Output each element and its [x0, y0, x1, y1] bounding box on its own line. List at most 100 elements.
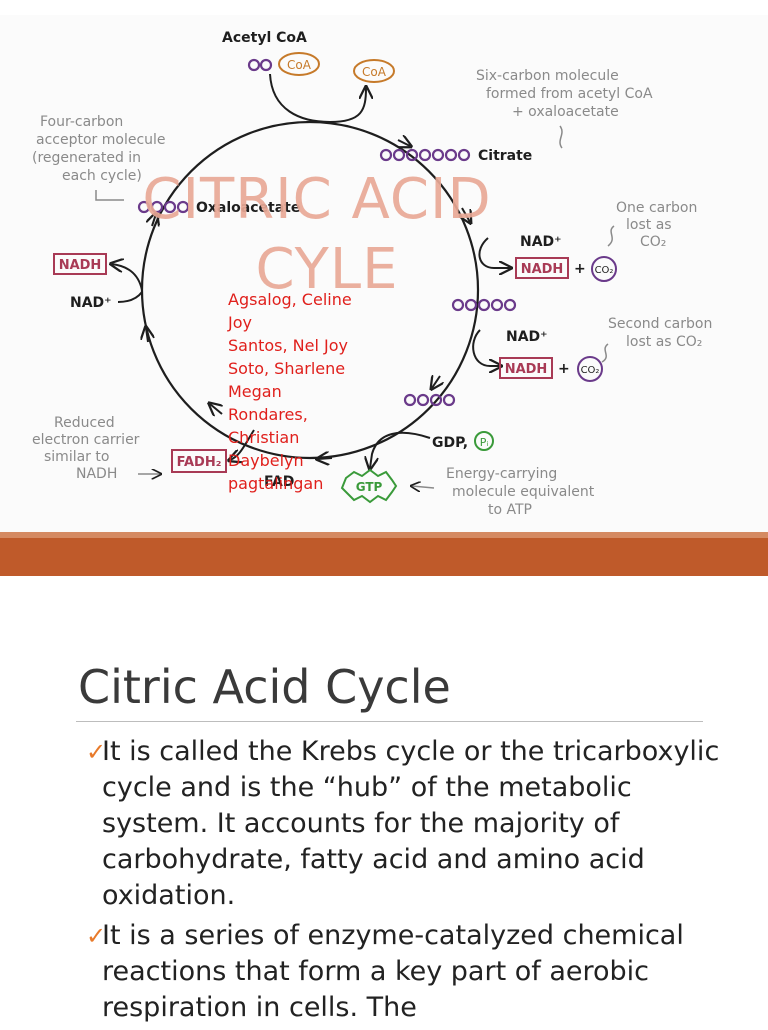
- accent-band: [0, 538, 768, 576]
- reduced-note: Reduced electron carrier similar to NADH: [32, 415, 160, 482]
- nad-plus-1: NAD⁺: [520, 234, 562, 250]
- author-line: Daybelyn: [228, 451, 304, 470]
- co2-1-label: CO₂: [595, 265, 614, 276]
- cycle-arrow-lower-right: [432, 376, 440, 388]
- slide-title-line-2: CYLE: [255, 237, 399, 302]
- acetyl-carbons: [247, 58, 273, 72]
- plus-1: +: [574, 261, 586, 277]
- title-divider: [76, 721, 703, 722]
- second-carbon-note: Second carbon lost as CO₂: [601, 316, 712, 363]
- svg-text:NADH: NADH: [76, 466, 117, 482]
- coa-right-label: CoA: [362, 65, 387, 79]
- svg-text:lost as CO₂: lost as CO₂: [626, 334, 702, 350]
- nadh2-box: [499, 357, 553, 379]
- svg-text:CO₂: CO₂: [640, 234, 666, 250]
- co2-1-circle: [591, 256, 617, 282]
- accent-band-light: [0, 532, 768, 538]
- cycle-arrow-bottom: [318, 458, 333, 459]
- svg-text:Energy-carrying: Energy-carrying: [446, 466, 557, 482]
- nadh1-branch: [478, 237, 510, 268]
- coa-left-badge: [278, 52, 320, 76]
- svg-text:Second carbon: Second carbon: [608, 316, 712, 332]
- five-carbon: [451, 298, 517, 312]
- nadh-left-box: [53, 253, 107, 275]
- cycle-arrow-left: [146, 328, 148, 343]
- one-carbon-note: One carbon lost as CO₂: [607, 200, 697, 250]
- svg-text:One carbon: One carbon: [616, 200, 697, 216]
- energy-note: Energy-carrying molecule equivalent to A…: [412, 466, 595, 518]
- gtp-burst: [340, 468, 398, 504]
- svg-text:each cycle): each cycle): [62, 168, 142, 184]
- gtp-branch: [370, 431, 431, 468]
- cycle-arrow-right: [462, 207, 470, 222]
- coa-right-badge: [353, 59, 395, 83]
- bullet-item: ✓ It is called the Krebs cycle or the tr…: [86, 734, 726, 914]
- fadh2-branch: [230, 429, 255, 460]
- bullet-text: It is called the Krebs cycle or the tric…: [102, 736, 720, 911]
- gdp-label: GDP,: [432, 435, 468, 451]
- slide-1: Acetyl CoA CoA CoA Six-carbon molecule f…: [0, 15, 768, 576]
- svg-text:acceptor molecule: acceptor molecule: [36, 132, 166, 148]
- citric-acid-cycle-diagram: Acetyl CoA CoA CoA Six-carbon molecule f…: [32, 30, 712, 518]
- oxaloacetate-label: Oxaloacetate: [196, 200, 300, 216]
- citrate-label: Citrate: [478, 148, 532, 164]
- four-carbon-note: Four-carbon acceptor molecule (regenerat…: [32, 114, 166, 201]
- nadh2-branch: [472, 329, 500, 366]
- svg-text:+ oxaloacetate: + oxaloacetate: [512, 104, 619, 120]
- author-line: Santos, Nel Joy: [228, 336, 348, 355]
- nad-left-curve: [117, 291, 143, 303]
- fad-label: FAD: [264, 474, 294, 490]
- svg-text:lost as: lost as: [626, 217, 672, 233]
- bullet-item: ✓ It is a series of enzyme-catalyzed che…: [86, 918, 726, 1026]
- author-line: Christian: [228, 428, 300, 447]
- coa-left-label: CoA: [287, 58, 312, 72]
- gtp-label: GTP: [356, 480, 383, 494]
- author-line: Soto, Sharlene: [228, 359, 346, 378]
- author-line: Megan: [228, 382, 282, 401]
- cycle-arrow-lower-left: [210, 404, 222, 414]
- pi-circle: [474, 431, 494, 451]
- svg-text:Four-carbon: Four-carbon: [40, 114, 123, 130]
- slide-2: Citric Acid Cycle ✓ It is called the Kre…: [0, 576, 768, 1024]
- authors-list: Agsalog, Celine Joy Santos, Nel Joy Soto…: [228, 288, 398, 495]
- cycle-arrow-upper-left: [152, 214, 156, 226]
- nad-plus-2: NAD⁺: [506, 329, 548, 345]
- svg-text:(regenerated in: (regenerated in: [32, 150, 141, 166]
- nadh1-label: NADH: [521, 262, 564, 277]
- svg-text:to ATP: to ATP: [488, 502, 532, 518]
- oxaloacetate-carbons: [137, 200, 190, 214]
- co2-2-label: CO₂: [581, 365, 600, 376]
- citrate-carbons: [379, 148, 471, 162]
- svg-text:similar to: similar to: [44, 449, 109, 465]
- bullet-text: It is a series of enzyme-catalyzed chemi…: [102, 920, 684, 1023]
- svg-text:molecule equivalent: molecule equivalent: [452, 484, 595, 500]
- nadh-left-branch: [112, 264, 143, 291]
- nadh1-box: [515, 257, 569, 279]
- co2-2-circle: [577, 356, 603, 382]
- acetyl-coa-label: Acetyl CoA: [222, 30, 307, 46]
- author-line: Rondares,: [228, 405, 308, 424]
- checkmark-icon: ✓: [86, 922, 107, 950]
- svg-text:electron carrier: electron carrier: [32, 432, 140, 448]
- cycle-arrow-top: [398, 140, 410, 146]
- checkmark-icon: ✓: [86, 738, 107, 766]
- author-line: Joy: [228, 313, 252, 332]
- slide-2-title: Citric Acid Cycle: [78, 660, 451, 714]
- fadh2-label: FADH₂: [177, 455, 222, 470]
- svg-text:Six-carbon molecule: Six-carbon molecule: [476, 68, 619, 84]
- six-carbon-note: Six-carbon molecule formed from acetyl C…: [476, 68, 653, 149]
- slide-title-line-1: CITRIC ACID: [142, 167, 492, 232]
- bullet-list: ✓ It is called the Krebs cycle or the tr…: [86, 734, 726, 1030]
- svg-text:formed from acetyl CoA: formed from acetyl CoA: [486, 86, 653, 102]
- author-line: pagtalingan: [228, 474, 324, 493]
- pi-label: Pᵢ: [480, 436, 489, 449]
- acetyl-entry-curve: [269, 73, 366, 124]
- plus-2: +: [558, 361, 570, 377]
- svg-text:Reduced: Reduced: [54, 415, 115, 431]
- diagram-background: [0, 15, 768, 533]
- nadh2-label: NADH: [505, 362, 548, 377]
- nadh-left-label: NADH: [59, 258, 102, 273]
- author-line: Agsalog, Celine: [228, 290, 352, 309]
- nad-plus-left: NAD⁺: [70, 295, 112, 311]
- four-carbon-lower: [403, 393, 456, 407]
